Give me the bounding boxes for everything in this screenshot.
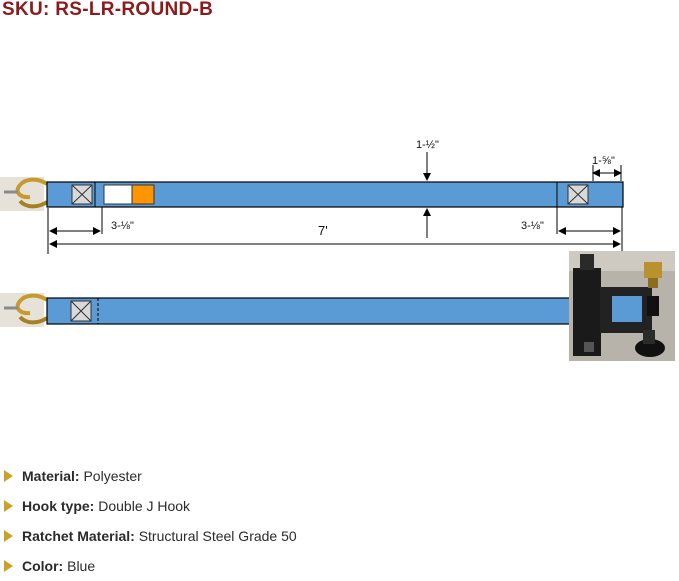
right-end-label: 3-⅛" xyxy=(521,220,544,232)
spec-value: Structural Steel Grade 50 xyxy=(134,528,297,544)
end-width-label: 1-⅝" xyxy=(592,155,615,167)
label-patch xyxy=(103,184,155,205)
dimension-lines xyxy=(47,152,623,254)
spec-key: Ratchet Material: xyxy=(22,528,135,544)
spec-hook-type: Hook type: Double J Hook xyxy=(4,491,297,521)
spec-material: Material: Polyester xyxy=(4,461,297,491)
ratchet-icon xyxy=(569,251,675,361)
bottom-strap xyxy=(0,293,573,327)
spec-value: Blue xyxy=(63,558,96,574)
strap-body xyxy=(46,297,573,325)
bullet-arrow-icon xyxy=(4,470,13,482)
spec-key: Hook type: xyxy=(22,498,95,514)
stitch-box-right xyxy=(567,184,589,205)
spec-list: Material: Polyester Hook type: Double J … xyxy=(4,461,297,581)
spec-key: Color: xyxy=(22,558,64,574)
length-label: 7' xyxy=(318,223,328,238)
bullet-arrow-icon xyxy=(4,500,13,512)
spec-key: Material: xyxy=(22,468,80,484)
j-hook-icon xyxy=(0,177,49,211)
stitch-box-left xyxy=(70,300,92,322)
bullet-arrow-icon xyxy=(4,530,13,542)
j-hook-icon xyxy=(0,293,49,327)
strap-diagram: 1-½" 1-⅝" 3-⅛" 3-⅛" 7' xyxy=(0,139,675,361)
left-end-label: 3-⅛" xyxy=(111,220,134,232)
dimension-labels: 1-½" 1-⅝" 3-⅛" 3-⅛" 7' xyxy=(111,139,615,238)
spec-value: Double J Hook xyxy=(94,498,191,514)
top-strap xyxy=(0,177,624,211)
sku-title: SKU: RS-LR-ROUND-B xyxy=(2,0,214,20)
spec-color: Color: Blue xyxy=(4,551,297,581)
width-label: 1-½" xyxy=(416,139,439,151)
bullet-arrow-icon xyxy=(4,560,13,572)
spec-value: Polyester xyxy=(79,468,142,484)
stitch-box-left xyxy=(71,184,93,205)
spec-ratchet-material: Ratchet Material: Structural Steel Grade… xyxy=(4,521,297,551)
